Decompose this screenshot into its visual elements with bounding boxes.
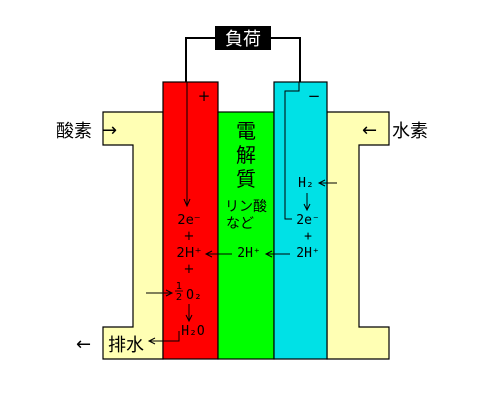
electrolyte-title-char-3: 質 bbox=[236, 167, 256, 191]
cathode-electrode bbox=[162, 81, 219, 360]
cathode-oxygen-frac-den: 2 bbox=[176, 292, 182, 303]
oxygen-housing bbox=[102, 111, 164, 360]
drain-label: 排水 bbox=[108, 335, 144, 356]
anode-electrons: 2e⁻ bbox=[296, 213, 319, 228]
electrolyte-layer bbox=[217, 111, 275, 360]
load-label: 負荷 bbox=[225, 29, 261, 50]
hydrogen-housing bbox=[326, 111, 390, 360]
cathode-electrons: 2e⁻ bbox=[177, 213, 200, 228]
electrolyte-title-char-1: 電 bbox=[236, 119, 256, 143]
cathode-plus-2: + bbox=[184, 262, 195, 277]
hydrogen-split-arrow bbox=[303, 193, 311, 212]
membrane-protons: 2H⁺ bbox=[237, 246, 260, 261]
electrolyte-example-line1: リン酸 bbox=[225, 199, 267, 215]
hydrogen-arrow: ← bbox=[362, 120, 377, 141]
cathode-electron-path bbox=[183, 82, 191, 208]
anode-plus: + bbox=[304, 229, 312, 244]
cathode-plus-1: + bbox=[184, 229, 195, 244]
cathode-protons: 2H⁺ bbox=[177, 246, 202, 261]
hydrogen-supply-arrow bbox=[317, 179, 337, 187]
cathode-oxygen-frac-num: 1 bbox=[176, 281, 182, 292]
oxygen-arrow: → bbox=[102, 120, 117, 141]
anode-minus-sign: − bbox=[308, 87, 321, 105]
drain-arrow: ← bbox=[76, 334, 91, 355]
oxygen-supply-arrow bbox=[146, 289, 174, 297]
proton-arrow-from-anode bbox=[264, 250, 290, 258]
anode-hydrogen: H₂ bbox=[298, 176, 314, 191]
water-formation-arrow bbox=[185, 304, 193, 323]
anode-protons: 2H⁺ bbox=[296, 246, 319, 261]
electrolyte-example-line2: など bbox=[226, 216, 254, 232]
anode-electron-path bbox=[284, 82, 300, 220]
cathode-water: H₂O bbox=[181, 324, 205, 339]
cathode-plus-sign: + bbox=[198, 87, 211, 105]
cathode-oxygen-formula: O₂ bbox=[186, 288, 202, 303]
hydrogen-label: 水素 bbox=[392, 121, 428, 142]
proton-arrow-to-cathode bbox=[204, 250, 232, 258]
oxygen-label: 酸素 bbox=[56, 121, 92, 142]
load-box bbox=[215, 26, 271, 50]
electrolyte-title-char-2: 解 bbox=[236, 143, 256, 167]
water-drain-path bbox=[147, 331, 180, 345]
